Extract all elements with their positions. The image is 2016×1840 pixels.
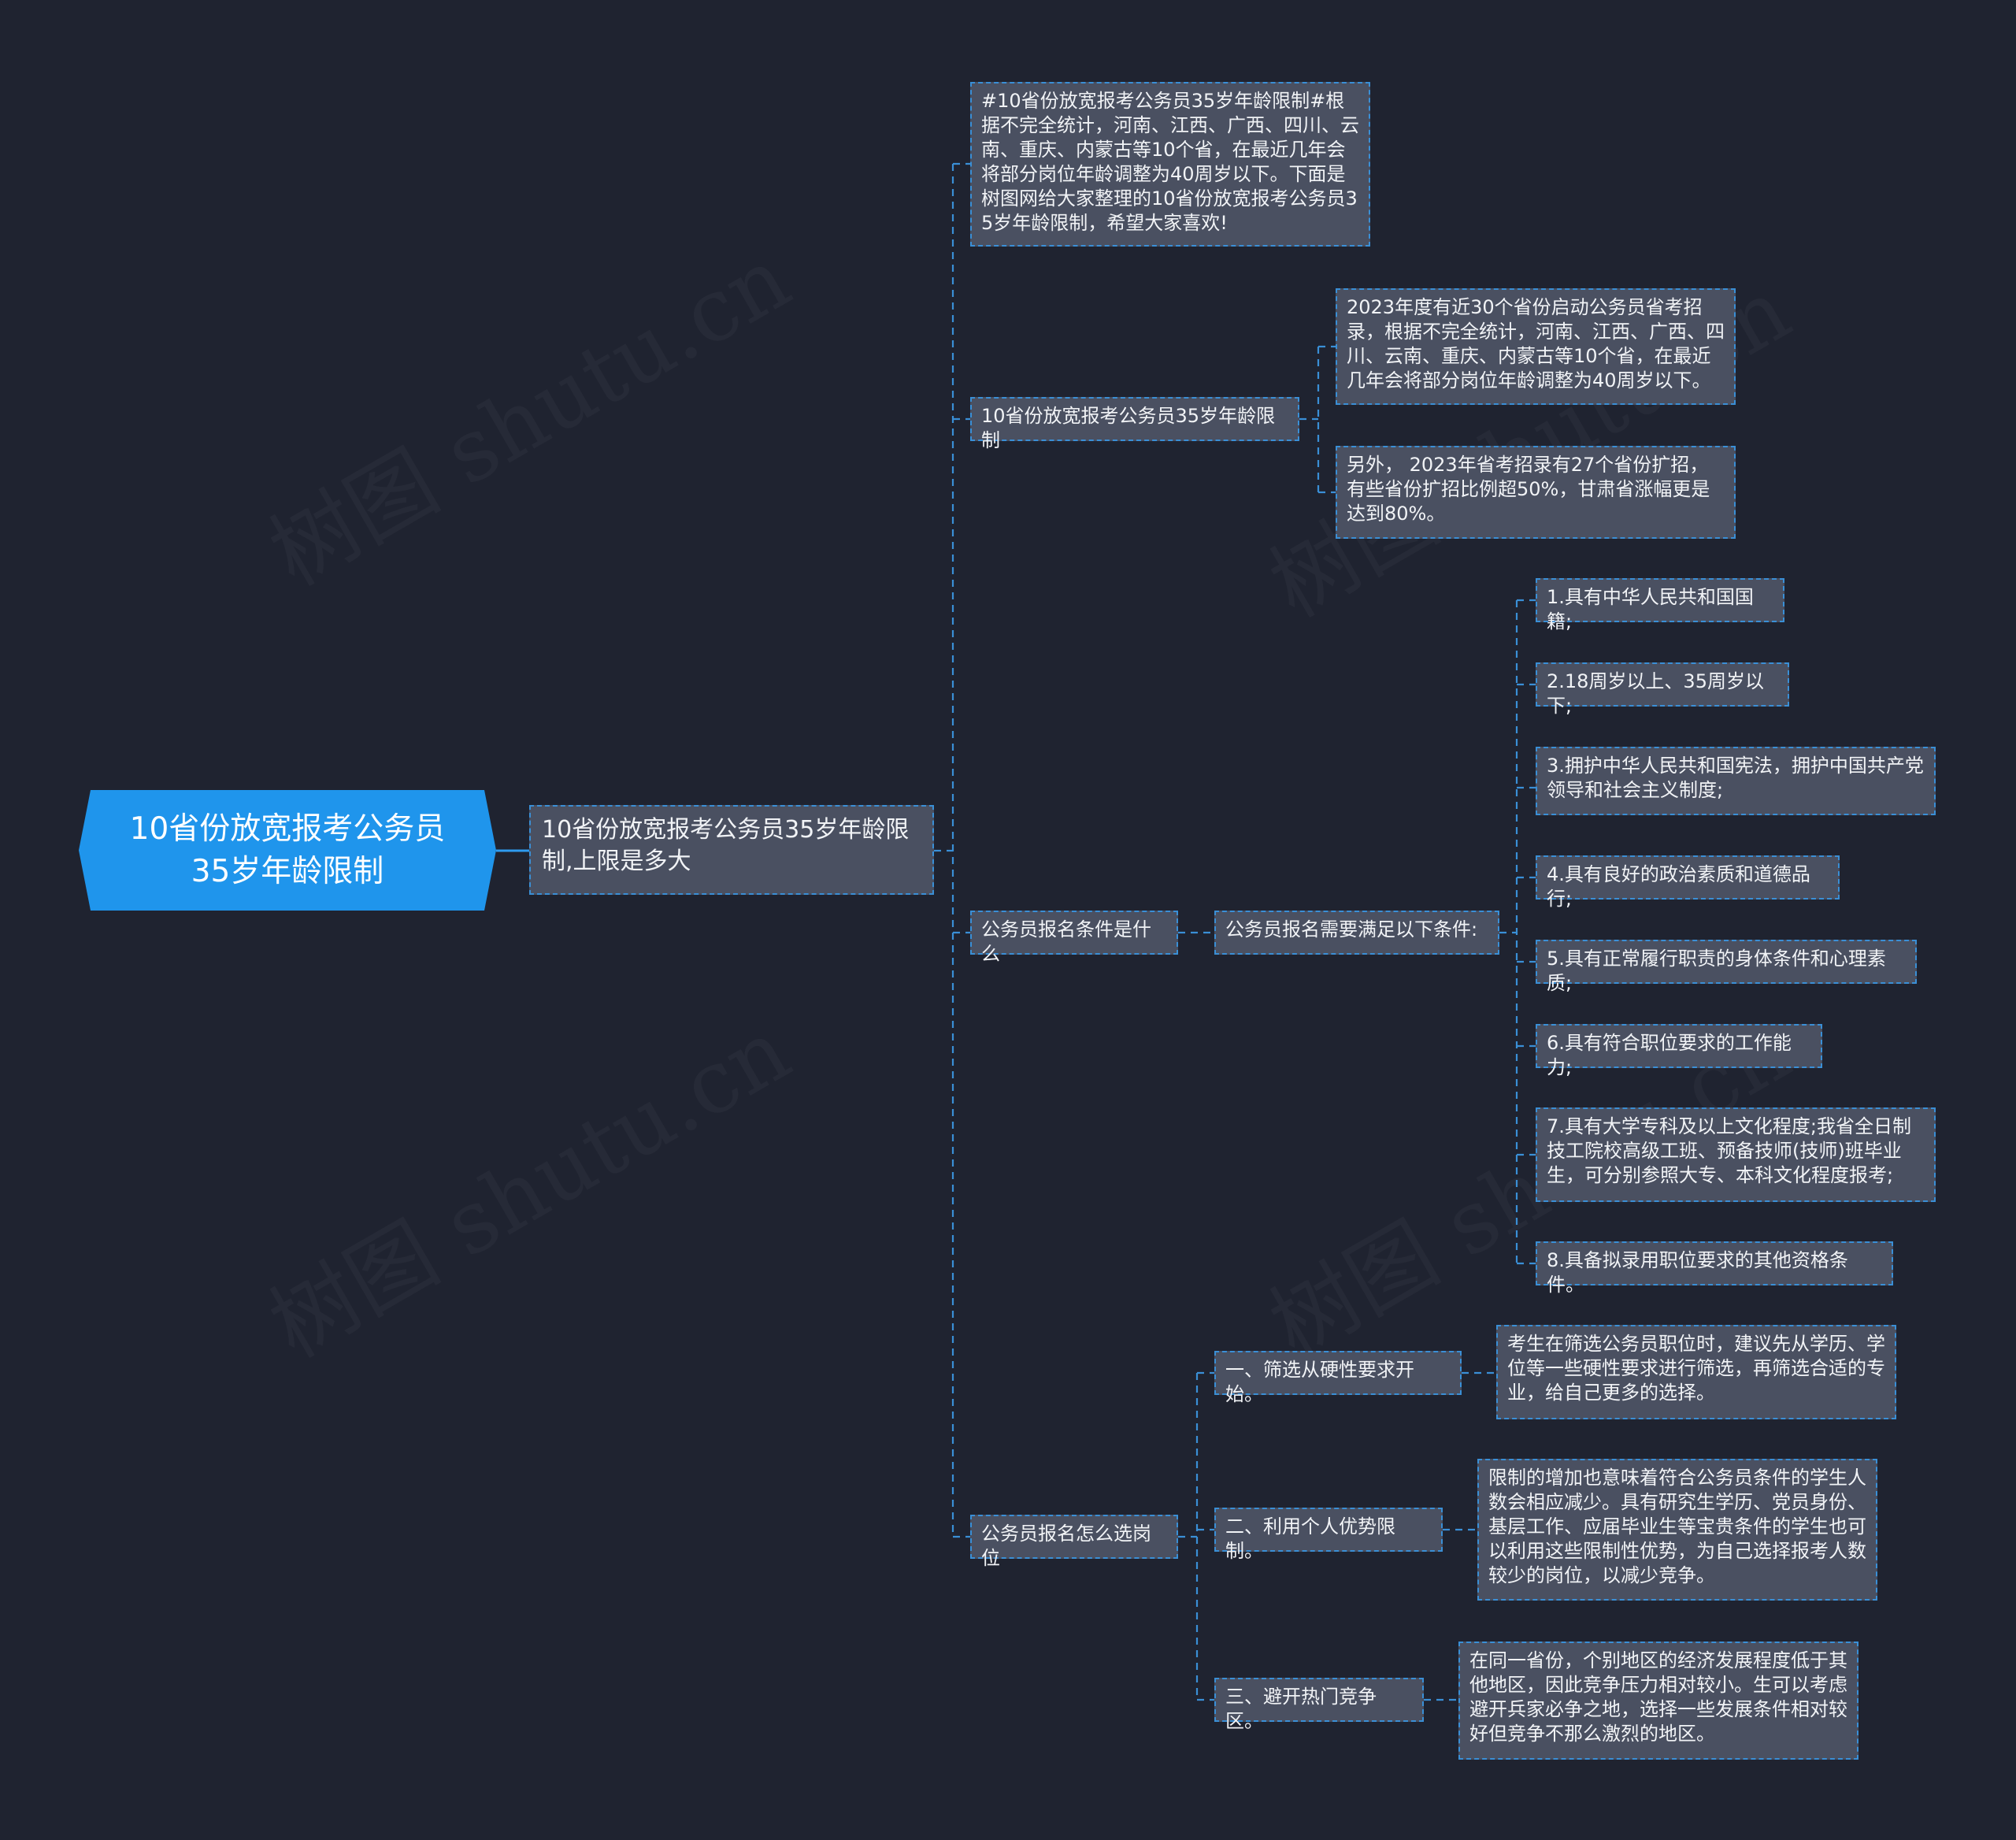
tip-detail-1[interactable]: 考生在筛选公务员职位时，建议先从学历、学位等一些硬性要求进行筛选，再筛选合适的专… xyxy=(1496,1325,1896,1419)
age-limit-detail-2[interactable]: 另外， 2023年省考招录有27个省份扩招，有些省份扩招比例超50%，甘肃省涨幅… xyxy=(1336,446,1736,539)
tip-detail-3[interactable]: 在同一省份，个别地区的经济发展程度低于其他地区，因此竞争压力相对较小。生可以考虑… xyxy=(1458,1642,1858,1760)
tip-label-2[interactable]: 二、利用个人优势限制。 xyxy=(1214,1508,1443,1562)
tip-label-3[interactable]: 三、避开热门竞争区。 xyxy=(1214,1678,1424,1732)
requirement-item[interactable]: 7.具有大学专科及以上文化程度;我省全日制技工院校高级工班、预备技师(技师)班毕… xyxy=(1536,1107,1936,1202)
requirement-item[interactable]: 1.具有中华人民共和国国籍; xyxy=(1536,578,1784,632)
tip-label-1[interactable]: 一、筛选从硬性要求开始。 xyxy=(1214,1351,1462,1405)
requirements-intro[interactable]: 公务员报名需要满足以下条件: xyxy=(1214,911,1499,955)
root-node[interactable]: 10省份放宽报考公务员35岁年龄限制 xyxy=(79,790,496,911)
requirement-item[interactable]: 4.具有良好的政治素质和道德品行; xyxy=(1536,855,1840,910)
level1-node[interactable]: 10省份放宽报考公务员35岁年龄限制,上限是多大 xyxy=(529,805,934,895)
requirement-item[interactable]: 2.18周岁以上、35周岁以下; xyxy=(1536,662,1789,717)
branch-age-limit[interactable]: 10省份放宽报考公务员35岁年龄限制 xyxy=(970,397,1299,451)
tip-detail-2[interactable]: 限制的增加也意味着符合公务员条件的学生人数会相应减少。具有研究生学历、党员身份、… xyxy=(1477,1459,1877,1601)
branch-requirements[interactable]: 公务员报名条件是什么 xyxy=(970,911,1178,965)
root-title: 10省份放宽报考公务员35岁年龄限制 xyxy=(129,811,446,889)
requirement-item[interactable]: 5.具有正常履行职责的身体条件和心理素质; xyxy=(1536,940,1917,994)
intro-node[interactable]: #10省份放宽报考公务员35岁年龄限制#根据不完全统计，河南、江西、广西、四川、… xyxy=(970,82,1370,247)
age-limit-detail-1[interactable]: 2023年度有近30个省份启动公务员省考招录，根据不完全统计，河南、江西、广西、… xyxy=(1336,288,1736,405)
requirement-item[interactable]: 3.拥护中华人民共和国宪法，拥护中国共产党领导和社会主义制度; xyxy=(1536,747,1936,815)
requirement-item[interactable]: 8.具备拟录用职位要求的其他资格条件。 xyxy=(1536,1241,1893,1296)
requirement-item[interactable]: 6.具有符合职位要求的工作能力; xyxy=(1536,1024,1822,1078)
branch-choose-position[interactable]: 公务员报名怎么选岗位 xyxy=(970,1515,1178,1569)
